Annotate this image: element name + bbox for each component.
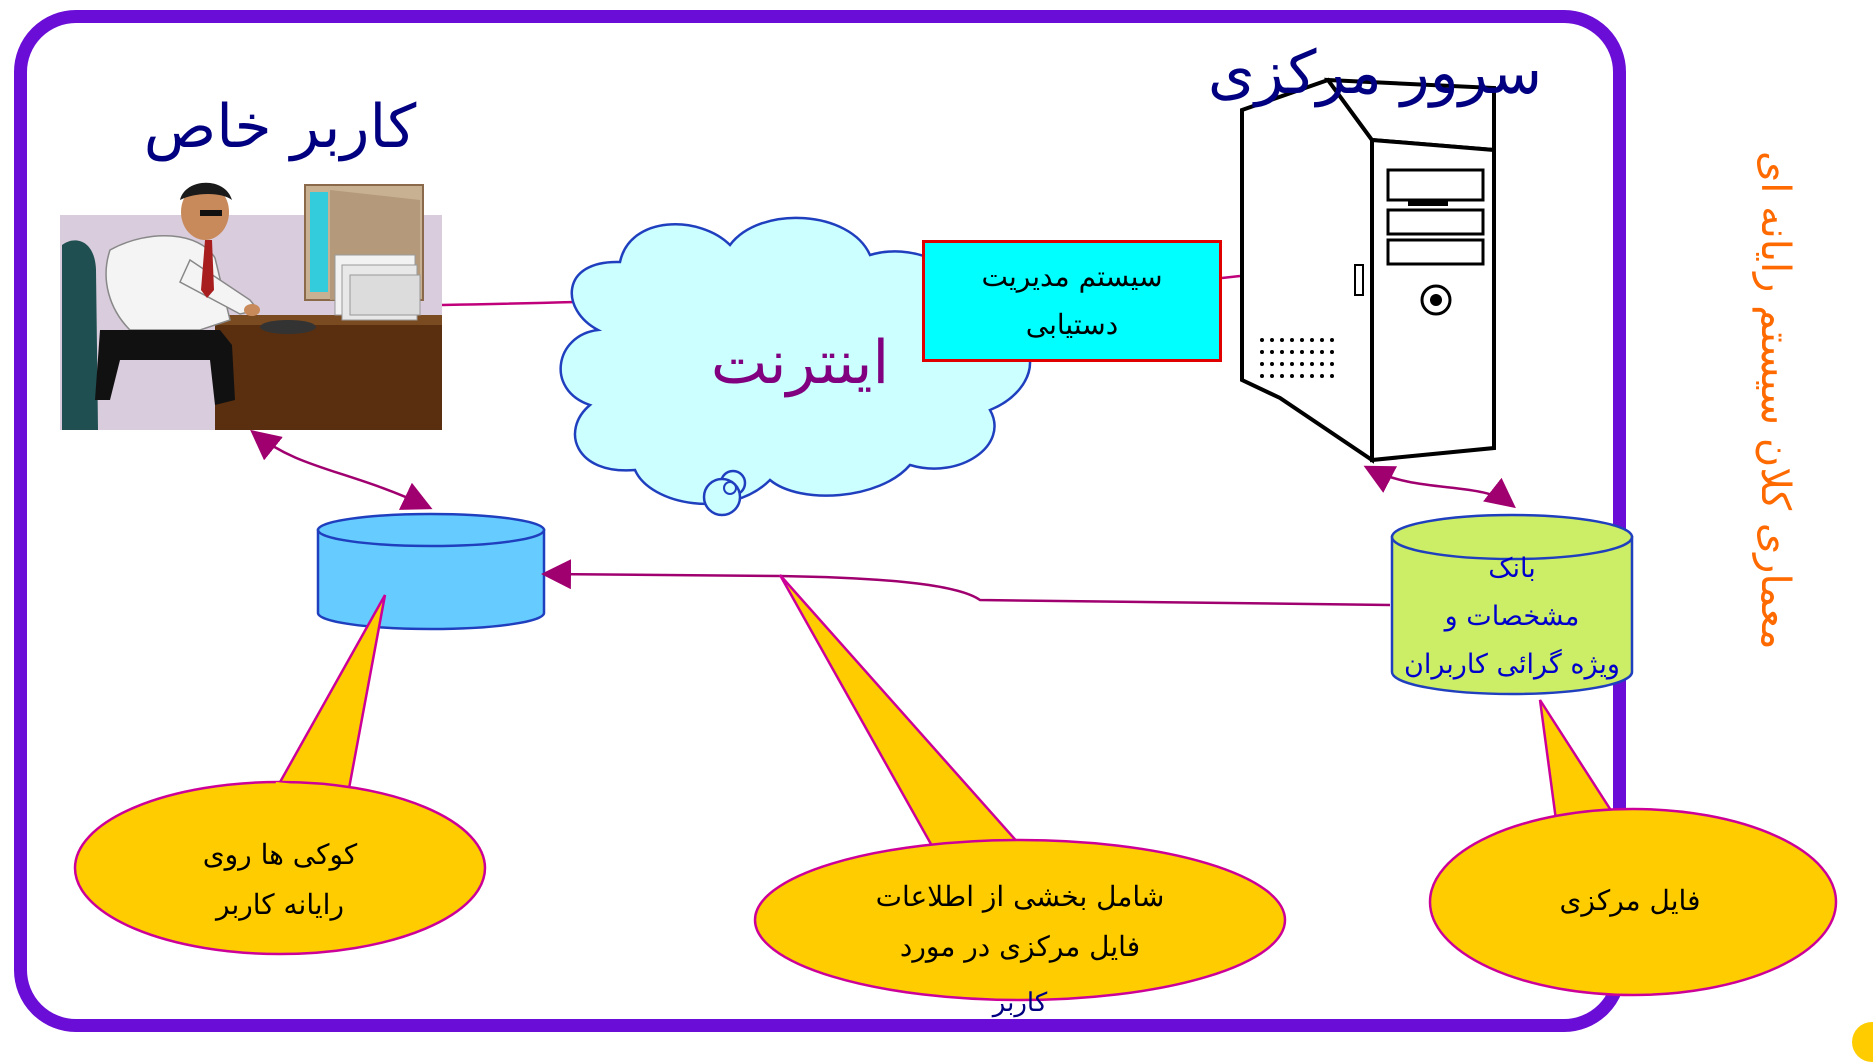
partial-line-1: شامل بخشی از اطلاعات [875, 880, 1165, 913]
server-bank-arrow [1363, 465, 1516, 509]
central-callout-text: فایل مرکزی [1559, 884, 1701, 917]
bank-label: بانک مشخصات و ویژه گرائی کاربران [1380, 545, 1644, 689]
user-cookie-arrow [250, 429, 433, 510]
partial-callout-text: شامل بخشی از اطلاعات فایل مرکزی در مورد [840, 872, 1200, 972]
user-title: کاربر خاص [143, 92, 417, 162]
tower-server-icon [1240, 77, 1496, 464]
bank-line-3: ویژه گرائی کاربران [1404, 649, 1620, 680]
cloud-icon [559, 216, 1032, 517]
side-title: معماری کلان سیستم رایانه ای [1752, 150, 1798, 650]
cookies-line-2: رایانه کاربر [216, 888, 344, 921]
cookies-callout [73, 594, 487, 956]
office-worker-illustration [60, 182, 442, 430]
bank-line-1: بانک [1488, 553, 1536, 584]
partial-info-callout [753, 574, 1287, 1002]
central-file-callout [1428, 699, 1838, 997]
partial-callout-text-3: کاربر [992, 988, 1048, 1018]
access-management-box: سیستم مدیریت دستیابی [922, 240, 1222, 362]
bank-to-cookie-arrow [541, 559, 1391, 607]
cookie-database-icon [316, 512, 546, 631]
server-title: سرور مرکزی [1207, 38, 1543, 108]
cookies-callout-text: کوکی ها روی رایانه کاربر [130, 830, 430, 930]
partial-line-2: فایل مرکزی در مورد [899, 930, 1141, 963]
bank-line-2: مشخصات و [1444, 601, 1580, 632]
access-to-server-line [1221, 274, 1241, 280]
cookies-line-1: کوکی ها روی [202, 838, 358, 871]
access-line-1: سیستم مدیریت [981, 260, 1163, 293]
slide-frame [14, 10, 1626, 1032]
internet-label: اینترنت [710, 328, 890, 398]
access-line-2: دستیابی [1025, 308, 1119, 341]
bank-database-icon [1390, 513, 1634, 696]
